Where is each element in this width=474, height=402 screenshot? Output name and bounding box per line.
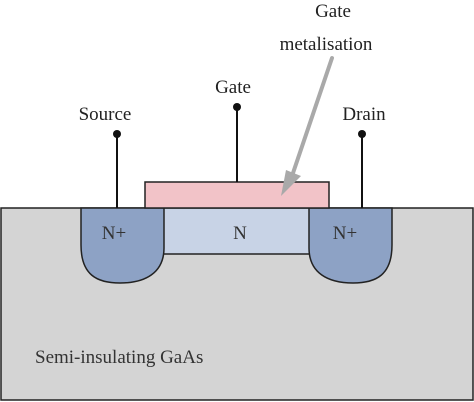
n-channel-label: N <box>233 223 247 244</box>
gate-metalisation-bar <box>144 181 330 209</box>
n-channel-region <box>159 207 313 255</box>
drain-label: Drain <box>342 104 386 125</box>
n-plus-source-label: N+ <box>102 223 126 244</box>
gate-label: Gate <box>215 77 251 98</box>
n-plus-drain-label: N+ <box>333 223 357 244</box>
drain-terminal-dot <box>358 130 366 138</box>
source-label: Source <box>79 104 132 125</box>
gate-metalisation-label-line2: metalisation <box>280 34 373 55</box>
gate-metalisation-label-line1: Gate <box>315 1 351 22</box>
n-plus-source-well <box>80 207 165 284</box>
substrate-label: Semi-insulating GaAs <box>35 347 203 368</box>
source-terminal-dot <box>113 130 121 138</box>
gate-terminal-dot <box>233 103 241 111</box>
gate-metalisation-arrow <box>281 56 334 196</box>
n-plus-drain-well <box>308 207 393 284</box>
